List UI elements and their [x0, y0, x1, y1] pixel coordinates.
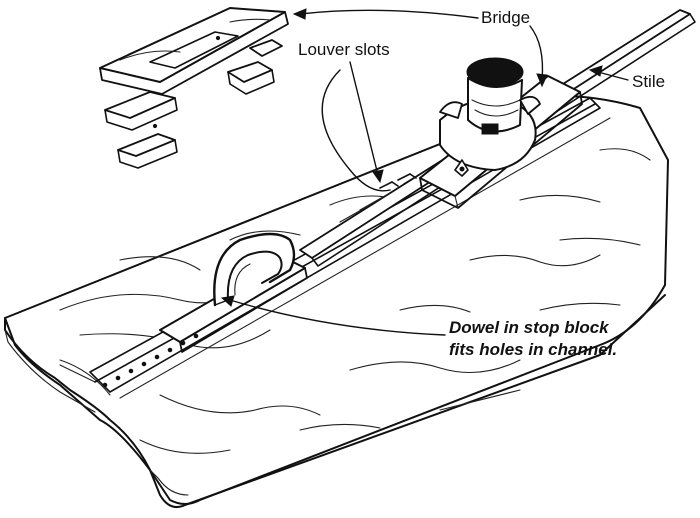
leaders [220, 8, 629, 336]
bridge [419, 57, 583, 209]
dowel-label-line2: fits holes in channel. [449, 340, 618, 359]
dowel-label-line1: Dowel in stop block [449, 318, 609, 337]
stile-label: Stile [632, 72, 666, 91]
louver-slots-label: Louver slots [298, 40, 390, 59]
bridge-label: Bridge [481, 8, 531, 27]
louver-pieces [99, 7, 289, 169]
louver-slots-marks [339, 173, 417, 223]
dowel-holes [102, 333, 199, 388]
base-board [4, 95, 669, 508]
